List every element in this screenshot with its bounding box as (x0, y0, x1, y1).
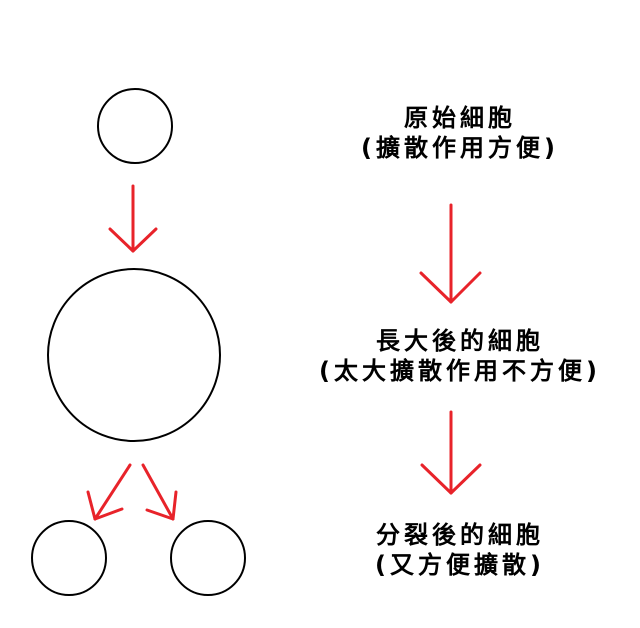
label-divided-cell: 分裂後的細胞 (又方便擴散) (300, 520, 620, 580)
arrow-label-2-to-3 (420, 410, 482, 495)
arrow-original-to-grown (108, 184, 158, 253)
arrow-grown-to-left-cell (86, 463, 132, 521)
grown-cell (47, 268, 221, 442)
label-divided-title: 分裂後的細胞 (376, 521, 544, 549)
arrow-grown-to-right-cell (141, 463, 178, 521)
label-grown-cell: 長大後的細胞 (太大擴散作用不方便) (300, 326, 620, 386)
divided-cell-left (31, 520, 107, 596)
arrow-label-1-to-2 (419, 203, 482, 304)
label-divided-note: (又方便擴散) (375, 551, 545, 579)
label-grown-title: 長大後的細胞 (376, 327, 544, 355)
label-original-cell: 原始細胞 (擴散作用方便) (300, 103, 620, 163)
divided-cell-right (170, 520, 246, 596)
original-cell (97, 88, 173, 164)
label-grown-note: (太大擴散作用不方便) (319, 357, 601, 385)
label-original-note: (擴散作用方便) (361, 134, 559, 162)
label-original-title: 原始細胞 (404, 104, 516, 132)
